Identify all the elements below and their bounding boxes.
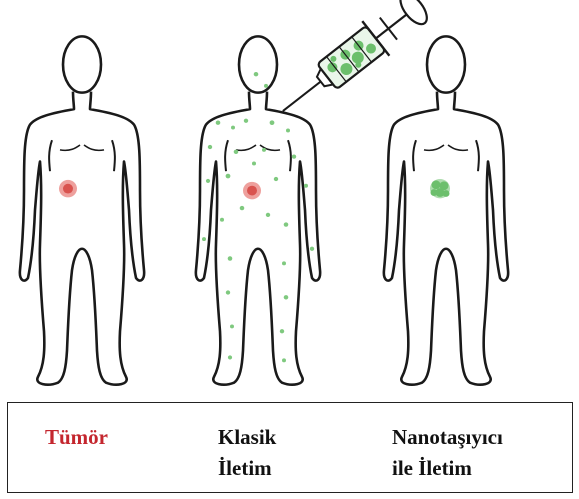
- needle: [283, 82, 321, 112]
- caption-classic-delivery: Klasik İletim: [218, 422, 276, 484]
- head: [239, 36, 277, 92]
- tumor-mark: [243, 182, 261, 199]
- caption-box: Tümör Klasik İletim Nanotaşıyıcı ile İle…: [7, 402, 573, 493]
- chest-line: [60, 145, 104, 150]
- plunger-handle: [395, 0, 431, 29]
- body-figure-nanocarrier: [384, 36, 508, 384]
- syringe: [269, 0, 434, 128]
- caption-nanocarrier-delivery: Nanotaşıyıcı ile İletim: [392, 422, 503, 484]
- caption-tumor: Tümör: [45, 422, 108, 453]
- delivery-comparison-figure: [0, 0, 579, 400]
- head: [427, 36, 465, 92]
- arm-inner-line: [49, 140, 115, 171]
- head: [63, 36, 101, 92]
- body-figure-tumor: [20, 36, 144, 384]
- tumor-mark: [59, 180, 77, 197]
- targeted-drug-mark: [430, 179, 450, 198]
- body-figure-classic: [196, 36, 320, 384]
